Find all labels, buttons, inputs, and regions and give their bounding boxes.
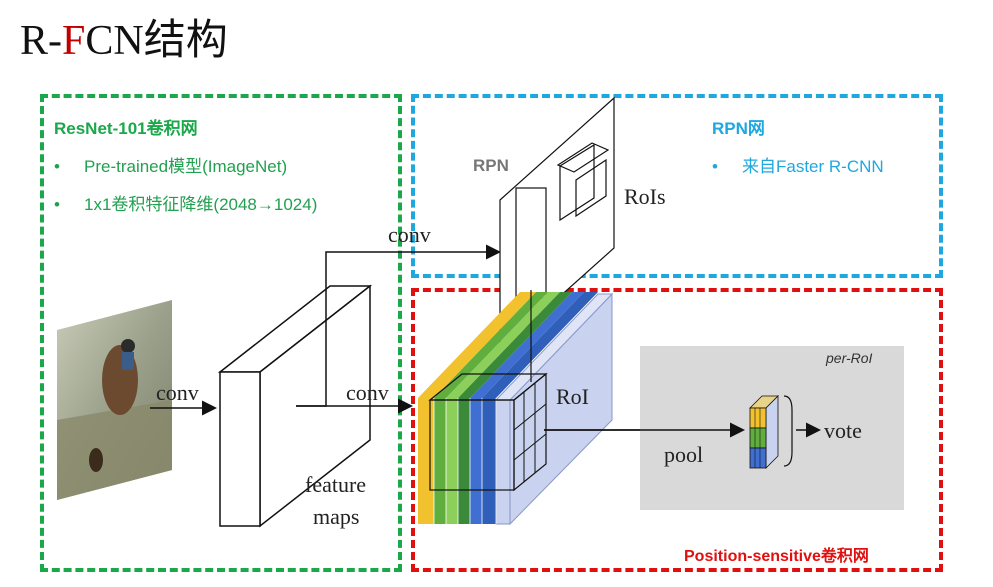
rpn-label: RPN — [473, 156, 509, 175]
conv-label-3: conv — [346, 380, 389, 405]
rpn-box-title: RPN网 — [712, 119, 765, 138]
roi-label: RoI — [556, 384, 589, 409]
feature-label: feature — [305, 472, 367, 497]
rpn-box — [411, 94, 943, 278]
page-title: R-FCN结构 — [20, 18, 228, 64]
score-maps-stack — [418, 292, 614, 526]
input-image — [57, 300, 172, 500]
position-sensitive-box — [411, 288, 943, 572]
resnet-box — [40, 94, 402, 572]
roi-grid — [428, 372, 548, 492]
position-sensitive-title: Position-sensitive卷积网 — [684, 548, 869, 565]
rois-label: RoIs — [624, 184, 666, 209]
resnet-bullet-2: •1x1卷积特征降维(2048→1024) — [54, 195, 318, 214]
rpn-plane — [499, 96, 615, 352]
vote-label: vote — [824, 418, 862, 443]
resnet-title: ResNet-101卷积网 — [54, 119, 198, 138]
pool-label: pool — [664, 442, 704, 467]
maps-label: maps — [313, 504, 360, 529]
vote-bracket — [783, 395, 793, 467]
resnet-bullet-1: •Pre-trained模型(ImageNet) — [54, 157, 288, 176]
pooled-cube — [749, 395, 779, 469]
conv-label-1: conv — [156, 380, 199, 405]
per-roi-label: per-RoI — [826, 350, 873, 366]
rpn-bullet-1: •来自Faster R-CNN — [712, 157, 884, 176]
conv-label-2: conv — [388, 222, 431, 247]
